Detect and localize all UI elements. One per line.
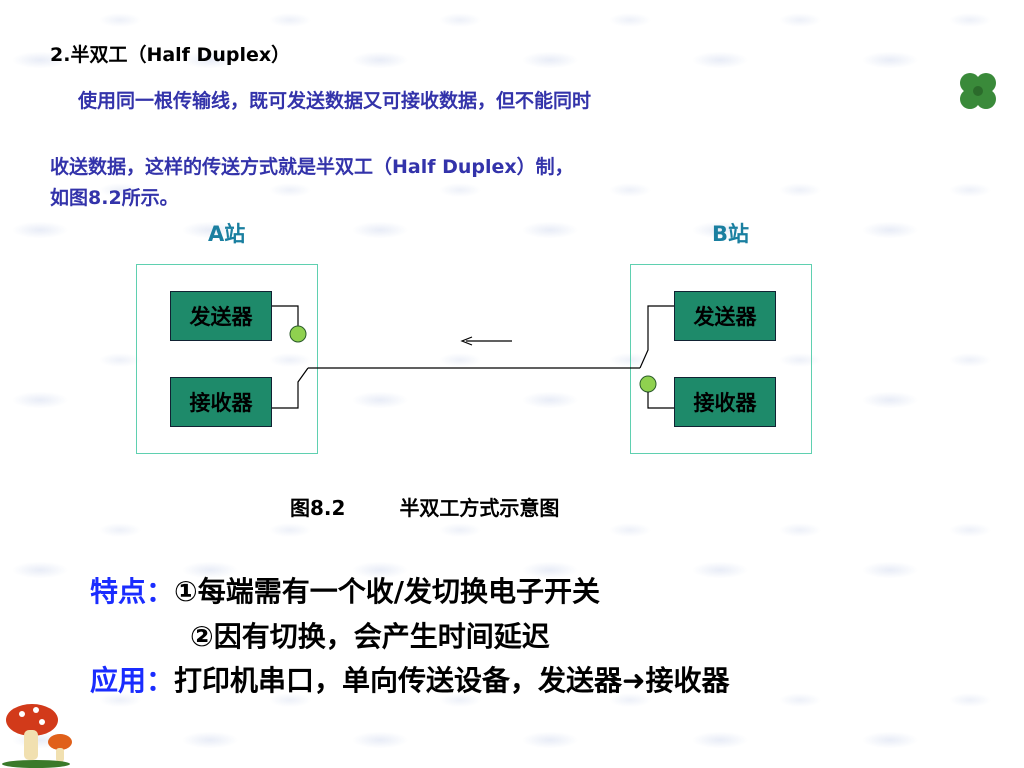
feature-item-2: ②因有切换，会产生时间延迟 — [190, 620, 550, 653]
b-switch-contact — [639, 375, 657, 393]
features-line-1: 特点：①每端需有一个收/发切换电子开关 — [90, 570, 600, 610]
mushroom-icon — [2, 704, 72, 768]
figure-title: 半双工方式示意图 — [399, 496, 560, 520]
paragraph-line-3: 如图8.2所示。 — [50, 187, 179, 209]
station-b-frame — [630, 264, 812, 454]
station-b-sender: 发送器 — [674, 291, 776, 341]
section-heading: 2.半双工（Half Duplex） — [50, 44, 291, 66]
application-label: 应用： — [90, 664, 175, 697]
application-line: 应用：打印机串口，单向传送设备，发送器➜接收器 — [90, 659, 729, 699]
direction-arrow-head — [460, 336, 473, 346]
station-a-label: A站 — [208, 222, 246, 246]
paragraph-line-1: 使用同一根传输线，既可发送数据又可接收数据，但不能同时 — [78, 90, 592, 112]
feature-item-1: ①每端需有一个收/发切换电子开关 — [174, 575, 600, 608]
paragraph-line-2: 收送数据，这样的传送方式就是半双工（Half Duplex）制， — [50, 156, 574, 178]
station-b-label: B站 — [712, 222, 750, 246]
b-receiver-wire — [647, 392, 674, 409]
station-a-receiver: 接收器 — [170, 377, 272, 427]
clover-icon — [960, 73, 996, 109]
b-sender-wire — [639, 305, 674, 369]
station-a-frame — [136, 264, 318, 454]
features-label: 特点： — [90, 575, 175, 608]
figure-number: 图8.2 — [290, 496, 346, 520]
station-a-sender: 发送器 — [170, 291, 272, 341]
a-sender-wire — [272, 305, 299, 326]
features-line-2: ②因有切换，会产生时间延迟 — [190, 615, 550, 655]
application-text: 打印机串口，单向传送设备，发送器➜接收器 — [174, 664, 730, 697]
a-receiver-wire — [272, 367, 309, 409]
station-b-receiver: 接收器 — [674, 377, 776, 427]
figure-caption: 图8.2 半双工方式示意图 — [290, 492, 559, 521]
a-switch-contact — [289, 325, 307, 343]
